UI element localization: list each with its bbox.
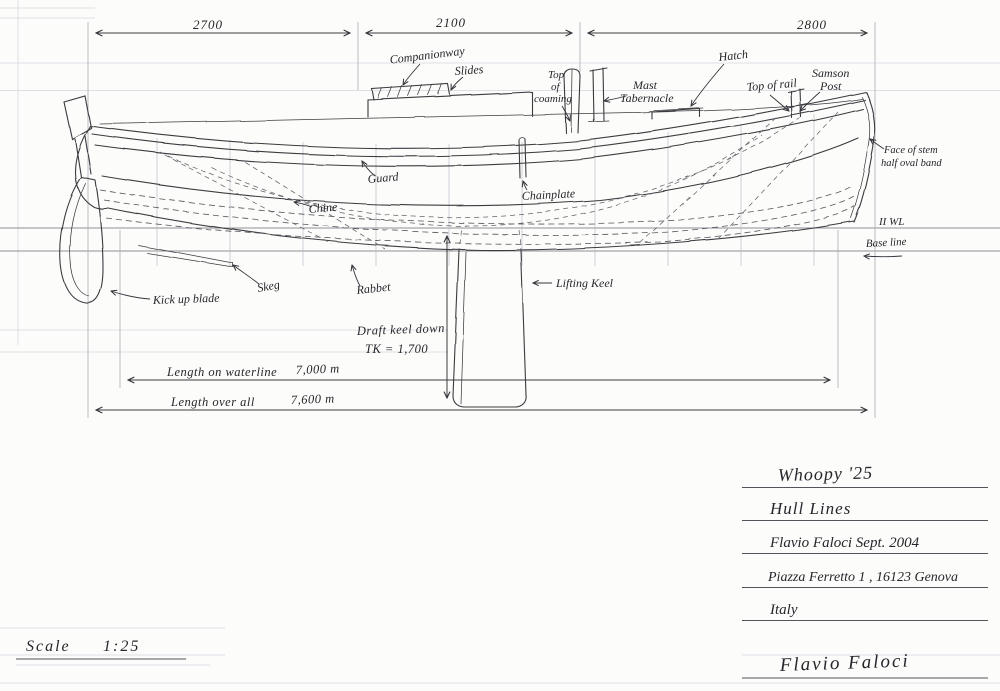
stem-band-label-2: half oval band — [881, 158, 942, 169]
dim-2700-label: 2700 — [193, 17, 223, 32]
hatch-label: Hatch — [717, 47, 749, 64]
country: Italy — [769, 602, 798, 618]
samson-label-2: Post — [819, 79, 842, 93]
scale-label: Scale — [26, 638, 71, 655]
top-of-rail-label: Top of rail — [746, 76, 798, 94]
chine-label: Chine — [308, 199, 338, 216]
stem-outer — [853, 91, 876, 223]
address: Piazza Ferretto 1 , 16123 Genova — [767, 570, 958, 585]
draft-value: TK = 1,700 — [365, 342, 428, 356]
guard-rail-line — [94, 108, 864, 167]
stern-profile — [74, 125, 109, 210]
loa-label: Length over all — [170, 395, 255, 409]
mast-tabernacle-structure — [588, 67, 610, 123]
drawing-title: Hull Lines — [769, 499, 851, 518]
samson-label-1: Samson — [812, 66, 849, 80]
coaming-label-2: of — [551, 81, 562, 93]
lifting-keel-label: Lifting Keel — [555, 276, 614, 290]
baseline-label: Base line — [866, 236, 907, 250]
rabbet-label: Rabbet — [355, 279, 392, 297]
stem-band-inner — [850, 96, 871, 219]
lwl-label: Length on waterline — [166, 365, 277, 379]
skeg-label: Skeg — [256, 277, 281, 295]
guard-label: Guard — [367, 169, 400, 186]
gunwale-line — [91, 99, 866, 157]
companionway-trunk — [367, 83, 533, 118]
dim-2800-label: 2800 — [797, 17, 827, 32]
chainplate-label: Chainplate — [521, 186, 576, 203]
scale-value: 1:25 — [103, 638, 140, 655]
loa-value: 7,600 m — [291, 391, 335, 407]
hull-linework — [59, 67, 876, 408]
coaming-label-3: coaming — [534, 93, 572, 105]
project-title: Whoopy '25 — [778, 463, 874, 485]
scale-note: Scale 1:25 — [16, 638, 210, 666]
chainplate-structure — [518, 137, 527, 179]
slides-label: Slides — [454, 62, 484, 78]
chine-line — [101, 137, 859, 207]
stem-band-label-1: Face of stem — [883, 145, 938, 156]
waterline-label: II WL — [878, 216, 904, 228]
kick-up-rudder — [59, 95, 104, 304]
coaming-label-1: Top — [548, 69, 565, 81]
author-and-date: Flavio Faloci Sept. 2004 — [769, 535, 920, 551]
title-block: Whoopy '25 Hull Lines Flavio Faloci Sept… — [742, 463, 988, 679]
datum-lines — [0, 227, 1000, 252]
sheer-line — [89, 91, 867, 149]
tabernacle-label-2: Tabernacle — [620, 91, 674, 105]
coaming-post — [563, 68, 581, 134]
leader-lines — [111, 63, 903, 300]
deck-centerline — [99, 98, 863, 125]
skeg-lines — [137, 244, 234, 268]
dim-2100-label: 2100 — [436, 15, 466, 30]
kick-up-blade-label: Kick up blade — [152, 291, 221, 307]
lwl-value: 7,000 m — [296, 361, 340, 377]
signature: Flavio Faloci — [778, 650, 910, 676]
draft-label: Draft keel down — [356, 321, 445, 338]
tabernacle-label-1: Mast — [632, 78, 658, 92]
annotations: 2700 2100 2800 Companionway Slides Top o… — [152, 15, 943, 409]
samson-post-structure — [787, 88, 805, 119]
dimension-lines — [96, 33, 867, 410]
fore-hatch — [648, 107, 704, 120]
bottom-rabbet-line — [107, 207, 855, 251]
